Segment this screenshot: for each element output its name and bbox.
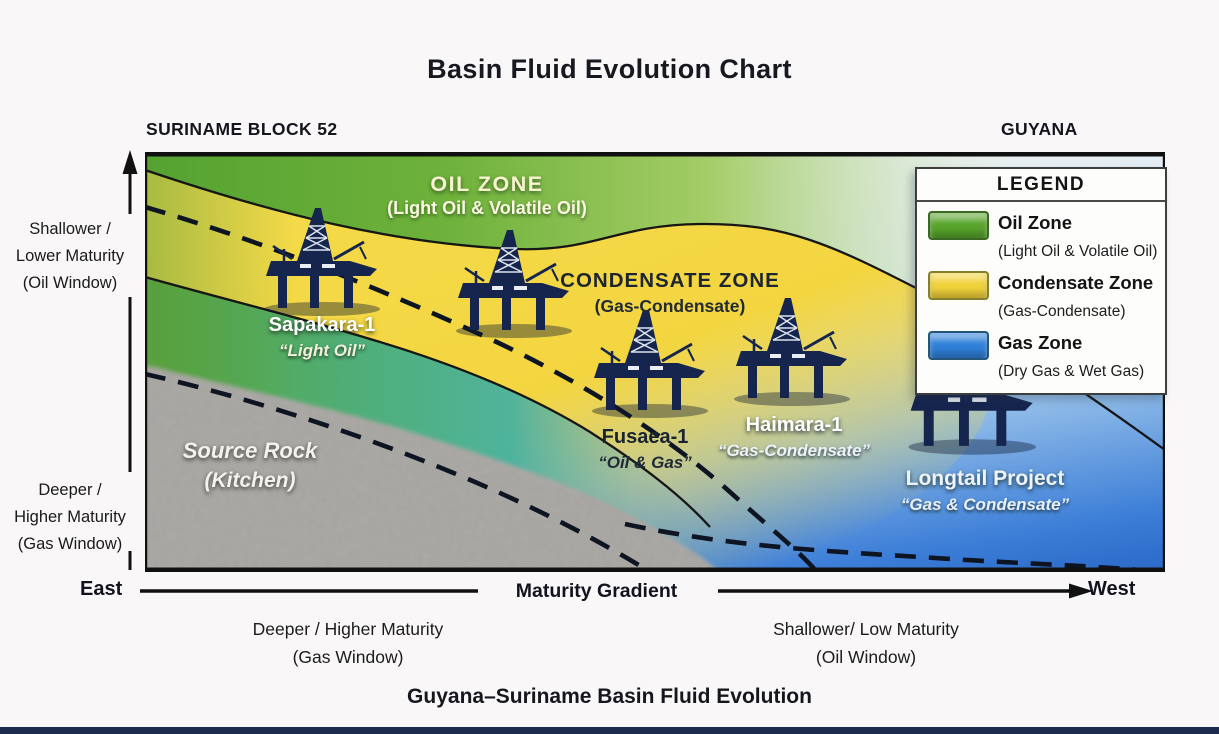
- condensate-zone-swatch: [928, 271, 989, 300]
- footer-title: Guyana–Suriname Basin Fluid Evolution: [407, 685, 812, 708]
- legend-item-oil-zone: Oil Zone (Light Oil & Volatile Oil): [917, 202, 1165, 262]
- oil-zone-fill: [145, 152, 1165, 450]
- region-label-guyana: GUYANA: [1001, 119, 1078, 139]
- source-rock-region: [145, 365, 720, 572]
- legend-item-condensate-zone: Condensate Zone (Gas-Condensate): [917, 262, 1165, 322]
- region-label-suriname: SURINAME BLOCK 52: [146, 119, 338, 139]
- legend: LEGEND Oil Zone (Light Oil & Volatile Oi…: [915, 167, 1167, 395]
- axis-label-west: West: [1088, 578, 1136, 600]
- legend-item-gas-zone: Gas Zone (Dry Gas & Wet Gas): [917, 322, 1165, 393]
- oil-zone-swatch: [928, 211, 989, 240]
- depth-axis-arrowhead: [122, 150, 138, 174]
- maturity-gradient-label: Maturity Gradient: [515, 580, 678, 602]
- gas-zone-swatch: [928, 331, 989, 360]
- zone-boundary-lower: [145, 275, 711, 528]
- axis-sublabel-east: Deeper / Higher Maturity (Gas Window): [252, 619, 444, 667]
- maturity-window-dashed-lines: [145, 204, 1161, 572]
- page-title: Basin Fluid Evolution Chart: [427, 54, 792, 84]
- depth-label-shallow: Shallower / Lower Maturity (Oil Window): [15, 220, 125, 292]
- axis-sublabel-west: Shallower/ Low Maturity (Oil Window): [773, 619, 959, 667]
- footer-bar: [0, 727, 1219, 734]
- axis-label-east: East: [80, 578, 123, 600]
- depth-label-deep: Deeper / Higher Maturity (Gas Window): [14, 481, 126, 553]
- legend-title: LEGEND: [917, 169, 1165, 202]
